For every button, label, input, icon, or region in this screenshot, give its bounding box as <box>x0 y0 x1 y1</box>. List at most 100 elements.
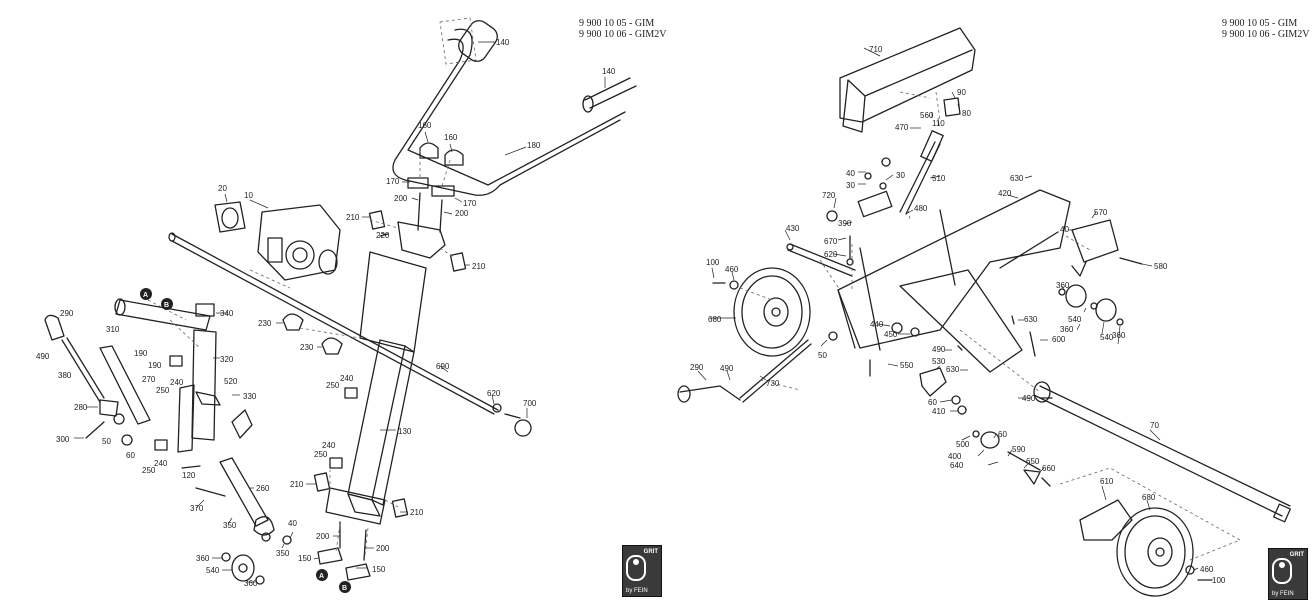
right-part-label-33: 50 <box>818 351 827 360</box>
right-part-label-28: 540 <box>1100 333 1114 342</box>
right-part-label-22: 580 <box>1154 262 1168 271</box>
right-part-label-47: 400 <box>948 452 962 461</box>
left-part-label-12: 220 <box>376 231 390 240</box>
left-part-label-17: 190 <box>134 349 148 358</box>
left-part-label-2: 160 <box>418 121 432 130</box>
left-part-label-55: 350 <box>276 549 290 558</box>
left-part-label-57: 360 <box>244 579 258 588</box>
left-part-label-29: 300 <box>56 435 70 444</box>
part-number-line-2: 9 900 10 06 - GIM2V <box>1222 29 1310 40</box>
part-number-line-2: 9 900 10 06 - GIM2V <box>579 29 667 40</box>
right-part-label-29: 440 <box>870 320 884 329</box>
callout-b-top-label: B <box>164 302 169 309</box>
right-part-label-5: 470 <box>895 123 909 132</box>
right-part-label-37: 630 <box>946 365 960 374</box>
right-part-label-23: 680 <box>708 315 722 324</box>
left-part-label-18: 190 <box>148 361 162 370</box>
left-part-label-37: 690 <box>436 362 450 371</box>
right-part-label-51: 660 <box>1042 464 1056 473</box>
left-part-label-30: 60 <box>126 451 135 460</box>
part-number-line-1: 9 900 10 05 - GIM <box>579 18 655 29</box>
right-part-label-9: 510 <box>932 174 946 183</box>
right-part-label-8: 30 <box>896 171 905 180</box>
left-part-label-39: 700 <box>523 399 537 408</box>
left-part-label-1: 140 <box>602 67 616 76</box>
left-part-label-23: 240 <box>170 378 184 387</box>
left-part-label-14: 290 <box>60 309 74 318</box>
right-part-label-31: 450 <box>884 330 898 339</box>
right-part-label-54: 460 <box>1200 565 1214 574</box>
right-part-label-26: 360 <box>1060 325 1074 334</box>
callout-markers: A B A B <box>140 288 351 593</box>
callout-a-bottom-label: A <box>319 573 324 580</box>
right-part-label-13: 480 <box>914 204 928 213</box>
belt-grinder-icon <box>626 555 646 581</box>
right-part-label-7: 30 <box>846 181 855 190</box>
part-number-line-1: 9 900 10 05 - GIM <box>1222 18 1298 29</box>
fein-logo-text: by FEIN <box>1272 591 1294 597</box>
left-part-label-13: 210 <box>472 262 486 271</box>
left-part-label-45: 370 <box>190 504 204 513</box>
left-part-label-4: 180 <box>527 141 541 150</box>
left-part-label-8: 200 <box>455 209 469 218</box>
left-part-label-41: 240 <box>322 441 336 450</box>
grit-logo-text: GRIT <box>1289 552 1304 558</box>
right-part-label-20: 100 <box>706 258 720 267</box>
right-part-label-53: 680 <box>1142 493 1156 502</box>
callout-a-bottom <box>316 569 328 581</box>
right-part-label-32: 600 <box>1052 335 1066 344</box>
left-part-label-0: 140 <box>496 38 510 47</box>
right-part-label-41: 490 <box>1022 394 1036 403</box>
callout-b-top <box>161 298 173 310</box>
right-part-label-18: 670 <box>824 237 838 246</box>
left-part-label-50: 210 <box>410 508 424 517</box>
part-number-header-left: 9 900 10 05 - GIM 9 900 10 06 - GIM2V <box>579 18 667 40</box>
right-part-label-34: 490 <box>932 345 946 354</box>
left-part-label-43: 120 <box>182 471 196 480</box>
right-part-label-15: 570 <box>1094 208 1108 217</box>
right-part-label-46: 60 <box>998 430 1007 439</box>
grit-logo-badge: GRIT by FEIN <box>1268 548 1308 600</box>
left-part-label-46: 350 <box>223 521 237 530</box>
right-part-label-38: 290 <box>690 363 704 372</box>
left-part-label-20: 320 <box>220 355 234 364</box>
left-part-label-33: 230 <box>258 319 272 328</box>
part-number-header-right: 9 900 10 05 - GIM 9 900 10 06 - GIM2V <box>1222 18 1310 40</box>
left-part-label-36: 250 <box>326 381 340 390</box>
left-part-label-49: 200 <box>316 532 330 541</box>
left-part-label-24: 380 <box>58 371 72 380</box>
left-part-labels: 1401401601601801701702002002010210220210… <box>36 38 616 588</box>
left-part-label-48: 210 <box>290 480 304 489</box>
left-part-label-35: 240 <box>340 374 354 383</box>
right-part-label-49: 640 <box>950 461 964 470</box>
callout-a-top <box>140 288 152 300</box>
left-part-label-25: 520 <box>224 377 238 386</box>
callout-b-bottom <box>339 581 351 593</box>
left-part-label-10: 10 <box>244 191 253 200</box>
right-part-label-19: 620 <box>824 250 838 259</box>
right-part-label-40: 730 <box>766 379 780 388</box>
right-part-label-4: 110 <box>932 119 945 128</box>
callout-b-bottom-label: B <box>342 585 347 592</box>
left-part-label-6: 170 <box>463 199 477 208</box>
right-part-label-2: 80 <box>962 109 971 118</box>
right-part-label-17: 430 <box>786 224 800 233</box>
left-part-label-31: 240 <box>154 459 168 468</box>
right-part-label-27: 360 <box>1112 331 1126 340</box>
belt-grinder-icon <box>1272 558 1292 584</box>
right-part-label-11: 720 <box>822 191 836 200</box>
right-part-label-50: 650 <box>1026 457 1040 466</box>
left-part-label-27: 280 <box>74 403 88 412</box>
left-part-label-9: 20 <box>218 184 227 193</box>
right-part-label-43: 60 <box>928 398 937 407</box>
grit-logo-text: GRIT <box>643 549 658 555</box>
right-part-label-1: 90 <box>957 88 966 97</box>
left-part-label-56: 150 <box>372 565 386 574</box>
left-part-label-7: 200 <box>394 194 408 203</box>
left-part-label-40: 130 <box>398 427 412 436</box>
left-part-label-26: 330 <box>243 392 257 401</box>
left-part-label-5: 170 <box>386 177 400 186</box>
leader-lines <box>74 41 1212 583</box>
right-part-label-39: 490 <box>720 364 734 373</box>
